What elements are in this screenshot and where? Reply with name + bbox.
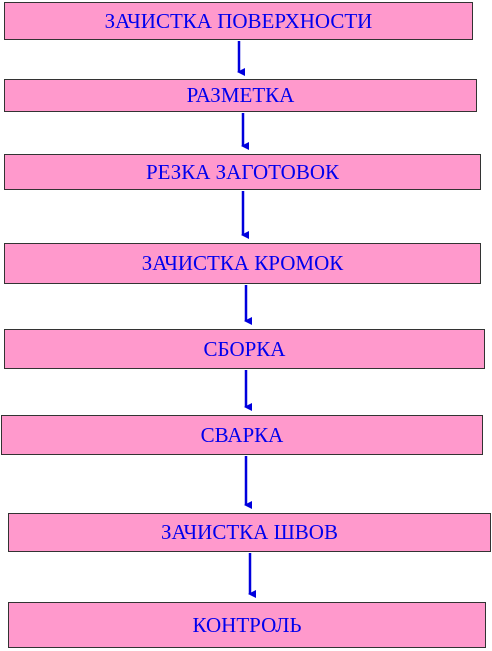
step-box-blank-cutting: РЕЗКА ЗАГОТОВОК [4, 154, 481, 190]
step-box-assembly: СБОРКА [4, 329, 485, 369]
step-label: ЗАЧИСТКА ШВОВ [161, 520, 338, 544]
step-box-inspection: КОНТРОЛЬ [8, 602, 486, 648]
step-label: СВАРКА [200, 422, 284, 447]
step-label: СБОРКА [203, 336, 286, 361]
step-box-welding: СВАРКА [1, 415, 483, 455]
step-box-marking: РАЗМЕТКА [4, 79, 477, 112]
step-label: ЗАЧИСТКА ПОВЕРХНОСТИ [104, 8, 373, 33]
step-label: РАЗМЕТКА [186, 83, 295, 107]
step-label: РЕЗКА ЗАГОТОВОК [145, 159, 340, 184]
step-box-edge-cleaning: ЗАЧИСТКА КРОМОК [4, 243, 481, 284]
step-label: КОНТРОЛЬ [192, 612, 302, 637]
step-box-seam-cleaning: ЗАЧИСТКА ШВОВ [8, 513, 491, 552]
step-box-surface-cleaning: ЗАЧИСТКА ПОВЕРХНОСТИ [4, 2, 473, 40]
step-label: ЗАЧИСТКА КРОМОК [141, 251, 344, 275]
